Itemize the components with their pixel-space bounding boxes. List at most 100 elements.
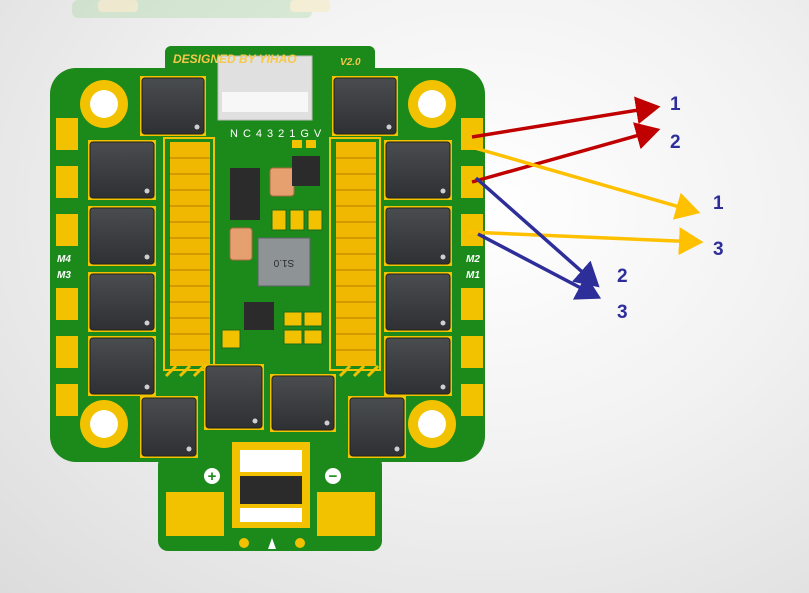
smd-capacitor: [283, 311, 303, 327]
smd-capacitor: [307, 209, 323, 231]
connector-header: [217, 55, 313, 121]
pin1-dot: [440, 384, 446, 390]
power-via: [239, 538, 249, 548]
mosfet-chip: [385, 141, 451, 199]
pin1-dot: [440, 254, 446, 260]
mount-hole-center: [90, 410, 118, 438]
yellow-arrow-1: [467, 144, 701, 220]
pin1-dot: [144, 320, 150, 326]
mount-hole-center: [418, 410, 446, 438]
smd-resistor: [221, 329, 241, 349]
smd-capacitor: [289, 209, 305, 231]
motor-label-m4: M4: [57, 254, 71, 265]
mosfet-chip: [385, 273, 451, 331]
motor-label-m2: M2: [466, 254, 480, 265]
pin1-dot: [440, 320, 446, 326]
shunt-resistor: [232, 442, 310, 528]
pin1-dot: [144, 384, 150, 390]
minus-marker: [325, 468, 341, 484]
minus-label: −: [329, 468, 338, 485]
motor-pad: [461, 384, 483, 416]
callout-yellow-3: 3: [713, 239, 724, 260]
version-silkscreen: V2.0: [340, 57, 361, 68]
mount-hole-center: [418, 90, 446, 118]
motor-pad: [56, 384, 78, 416]
mounting-holes: [80, 80, 456, 448]
ceramic-capacitor: [269, 167, 295, 197]
top-board-shadow: [72, 0, 330, 18]
mosfet-chip: [89, 141, 155, 199]
smd-capacitor: [283, 329, 303, 345]
motor-pad: [461, 336, 483, 368]
sot-chip: [292, 156, 320, 186]
pin1-dot: [394, 446, 400, 452]
smd-resistor: [306, 140, 316, 148]
mosfet-chip: [333, 77, 397, 135]
pin1-dot: [186, 446, 192, 452]
pin1-dot: [194, 124, 200, 130]
callout-red-1: 1: [670, 94, 681, 115]
edge-pads: [56, 118, 483, 416]
motor-pad: [461, 118, 483, 150]
battery-minus-pad: [317, 492, 375, 536]
callout-yellow-1: 1: [713, 193, 724, 214]
mosfet-chip: [349, 397, 405, 457]
mosfet-chip: [205, 365, 263, 429]
mosfet-chip: [89, 337, 155, 395]
pin1-dot: [324, 420, 330, 426]
callout-red-2: 2: [670, 132, 681, 153]
mount-hole-center: [90, 90, 118, 118]
capacitor-divider-lines: [170, 157, 376, 351]
blue-arrow-1: [474, 176, 600, 288]
mosfet-chip: [385, 207, 451, 265]
mosfet-chip: [271, 375, 335, 431]
power-via: [295, 538, 305, 548]
blue-arrow-2: [477, 232, 602, 300]
ceramic-capacitor: [229, 227, 253, 261]
smd-capacitor: [303, 311, 323, 327]
wiring-arrows: [467, 96, 704, 300]
support-components: S1.0: [221, 140, 323, 349]
motor-pad: [56, 118, 78, 150]
mosfet-chip: [141, 77, 205, 135]
motor-pad: [56, 166, 78, 198]
part-number-silkscreen: NC4321GV: [230, 128, 326, 140]
inductor: [257, 237, 311, 287]
motor-pad: [461, 214, 483, 246]
pin1-dot: [386, 124, 392, 130]
motor-label-m1: M1: [466, 270, 480, 281]
mosfet-chip: [141, 397, 197, 457]
power-pads: + −: [166, 468, 375, 549]
smd-capacitor: [303, 329, 323, 345]
pin1-dot: [440, 188, 446, 194]
yellow-arrow-2: [467, 227, 704, 256]
motor-pad: [56, 288, 78, 320]
motor-label-m3: M3: [57, 270, 71, 281]
smd-resistor: [292, 140, 302, 148]
motor-pad: [56, 336, 78, 368]
callout-labels: 1 2 1 3 2 3: [617, 94, 724, 323]
silkscreen-hatch: [164, 364, 380, 378]
plus-marker: [204, 468, 220, 484]
voltage-regulator: [230, 168, 260, 220]
smd-capacitor: [271, 209, 287, 231]
inductor-marking: S1.0: [273, 257, 294, 268]
pin1-dot: [144, 254, 150, 260]
callout-blue-2: 2: [617, 266, 628, 287]
callout-blue-3: 3: [617, 302, 628, 323]
red-arrow-2: [471, 122, 661, 184]
direction-arrow-icon: [268, 538, 276, 549]
mosfet-array: [88, 76, 452, 458]
buck-ic: [244, 302, 274, 330]
pin1-dot: [252, 418, 258, 424]
mosfet-chip: [89, 207, 155, 265]
motor-pad: [461, 288, 483, 320]
red-arrow-1: [471, 96, 661, 139]
plus-label: +: [208, 468, 217, 485]
mosfet-chip: [89, 273, 155, 331]
mosfet-chip: [385, 337, 451, 395]
motor-pad: [56, 214, 78, 246]
battery-plus-pad: [166, 492, 224, 536]
designer-silkscreen: DESIGNED BY YIHAO: [173, 52, 297, 66]
